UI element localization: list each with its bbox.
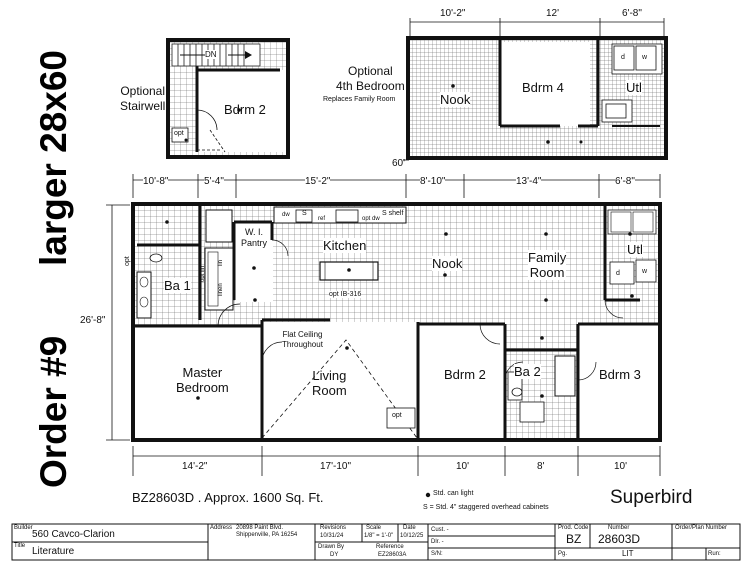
linen-label: linen xyxy=(218,283,224,296)
cust-field-label: Cust. - xyxy=(431,527,449,533)
title-value: Literature xyxy=(32,546,75,557)
title-field-label: Title xyxy=(14,543,26,549)
date-value: 10/12/25 xyxy=(400,533,424,539)
nook-label: Nook xyxy=(432,256,463,271)
bdrm3-label: Bdrm 3 xyxy=(599,367,641,382)
dw-label: dw xyxy=(282,212,290,218)
reference-field-label: Reference xyxy=(376,544,404,550)
utl-label: Utl xyxy=(627,242,643,257)
lin-label: lin xyxy=(218,259,224,266)
wi-pantry-label: W. I. Pantry xyxy=(241,227,268,248)
brand-name: Superbird xyxy=(610,487,693,508)
builder-value: 560 Cavco-Clarion xyxy=(32,529,115,540)
overhead-s-label: S xyxy=(302,210,307,217)
can-light-legend-dot xyxy=(425,492,431,498)
pg-field-label: Pg. xyxy=(558,551,568,557)
drawn-by-value: DY xyxy=(330,552,339,558)
side-title-line2: Order #9 xyxy=(33,336,74,488)
upper-nook-label: Nook xyxy=(440,92,471,107)
s-shelf-label: S shelf xyxy=(382,210,404,217)
bottom-dim-1: 14'-2" xyxy=(182,461,208,472)
title-block-grid xyxy=(11,523,741,561)
upper-washer-label: w xyxy=(642,54,648,61)
main-floor-plan xyxy=(131,202,662,442)
bdrm4-label: Bdrm 4 xyxy=(522,80,564,95)
upper-utl-label: Utl xyxy=(626,80,642,95)
living-room-label: Living Room xyxy=(312,368,347,398)
upper-left-opt-label: opt xyxy=(174,130,184,137)
stair-dn-label: DN xyxy=(205,50,217,59)
order-plan-field-label: Order/Plan Number xyxy=(675,525,728,531)
opt-ib-316-label: opt IB-316 xyxy=(329,291,362,298)
family-room-label: Family Room xyxy=(528,250,567,280)
builder-field-label: Builder xyxy=(14,525,33,531)
number-value: 28603D xyxy=(598,532,641,546)
top-dim-3: 15'-2" xyxy=(305,176,331,187)
legend-overhead-cabinets: S = Std. 4" staggered overhead cabinets xyxy=(423,504,549,511)
upper-dim-1: 10'-2" xyxy=(440,8,466,19)
upper-sixty-label: 60' xyxy=(392,158,406,169)
upper-dim-3: 6'-8" xyxy=(622,8,642,19)
bdrm2-label: Bdrm 2 xyxy=(444,367,486,382)
opt-lin-label: opt lin xyxy=(200,265,206,282)
living-opt-label: opt xyxy=(392,412,402,419)
lit-value: LIT xyxy=(622,549,634,558)
scale-field-label: Scale xyxy=(366,525,382,531)
optional-stairwell-plan xyxy=(166,38,290,159)
run-field-label: Run: xyxy=(708,551,721,557)
bottom-dim-4: 8' xyxy=(537,461,545,472)
optional-stairwell-label: Optional Stairwell xyxy=(120,84,166,113)
upper-dim-2: 12' xyxy=(546,8,560,19)
upper-dryer-label: d xyxy=(621,54,625,61)
bottom-dim-3: 10' xyxy=(456,461,470,472)
prod-code-value: BZ xyxy=(566,532,582,546)
number-field-label: Number xyxy=(608,525,630,531)
dryer-label: d xyxy=(616,270,620,277)
date-field-label: Date xyxy=(403,525,416,531)
revisions-value: 10/31/24 xyxy=(320,533,344,539)
legend-can-light: Std. can light xyxy=(433,490,474,497)
kitchen-label: Kitchen xyxy=(323,238,367,253)
scale-value: 1/8" = 1'-0" xyxy=(364,533,394,539)
ba2-label: Ba 2 xyxy=(514,364,541,379)
upper-bdrm2-label: Bdrm 2 xyxy=(224,102,266,117)
side-dim: 26'-8" xyxy=(80,315,106,326)
side-title-line1: larger 28x60 xyxy=(33,50,74,266)
washer-label: w xyxy=(642,268,648,275)
bottom-dim-2: 17'-10" xyxy=(320,461,352,472)
ba1-label: Ba 1 xyxy=(164,278,191,293)
dlr-field-label: Dlr. - xyxy=(431,539,444,545)
reference-value: EZ28603A xyxy=(378,552,407,558)
side-title-svg: larger 28x60 Order #9 xyxy=(33,50,74,488)
revisions-field-label: Revisions xyxy=(320,525,347,531)
opt-dw-label: opt dw xyxy=(362,216,380,222)
side-title: larger 28x60 Order #9 xyxy=(4,4,74,488)
replaces-family-room-note: Replaces Family Room xyxy=(323,96,396,103)
top-dim-6: 6'-8" xyxy=(615,176,635,187)
top-dim-1: 10'-8" xyxy=(143,176,169,187)
address-field-label: Address xyxy=(210,525,233,531)
master-bedroom-label: Master Bedroom xyxy=(176,365,229,395)
model-sqft-text: BZ28603D . Approx. 1600 Sq. Ft. xyxy=(132,490,324,505)
top-dim-2: 5'-4" xyxy=(204,176,224,187)
bottom-dim-5: 10' xyxy=(614,461,628,472)
prod-code-field-label: Prod. Code xyxy=(558,525,589,531)
address-value: 20898 Paint Blvd. Shippenville, PA 16254 xyxy=(236,525,298,538)
opt-side-label: opt xyxy=(124,256,131,266)
ref-label: ref xyxy=(318,216,326,222)
top-dim-5: 13'-4" xyxy=(516,176,542,187)
sn-field-label: S/N: xyxy=(431,551,443,557)
top-dim-4: 8'-10" xyxy=(420,176,446,187)
optional-4th-bedroom-title: Optional 4th Bedroom xyxy=(336,64,405,93)
flat-ceiling-note: Flat Ceiling Throughout xyxy=(282,330,323,349)
drawn-by-field-label: Drawn By xyxy=(318,544,345,550)
